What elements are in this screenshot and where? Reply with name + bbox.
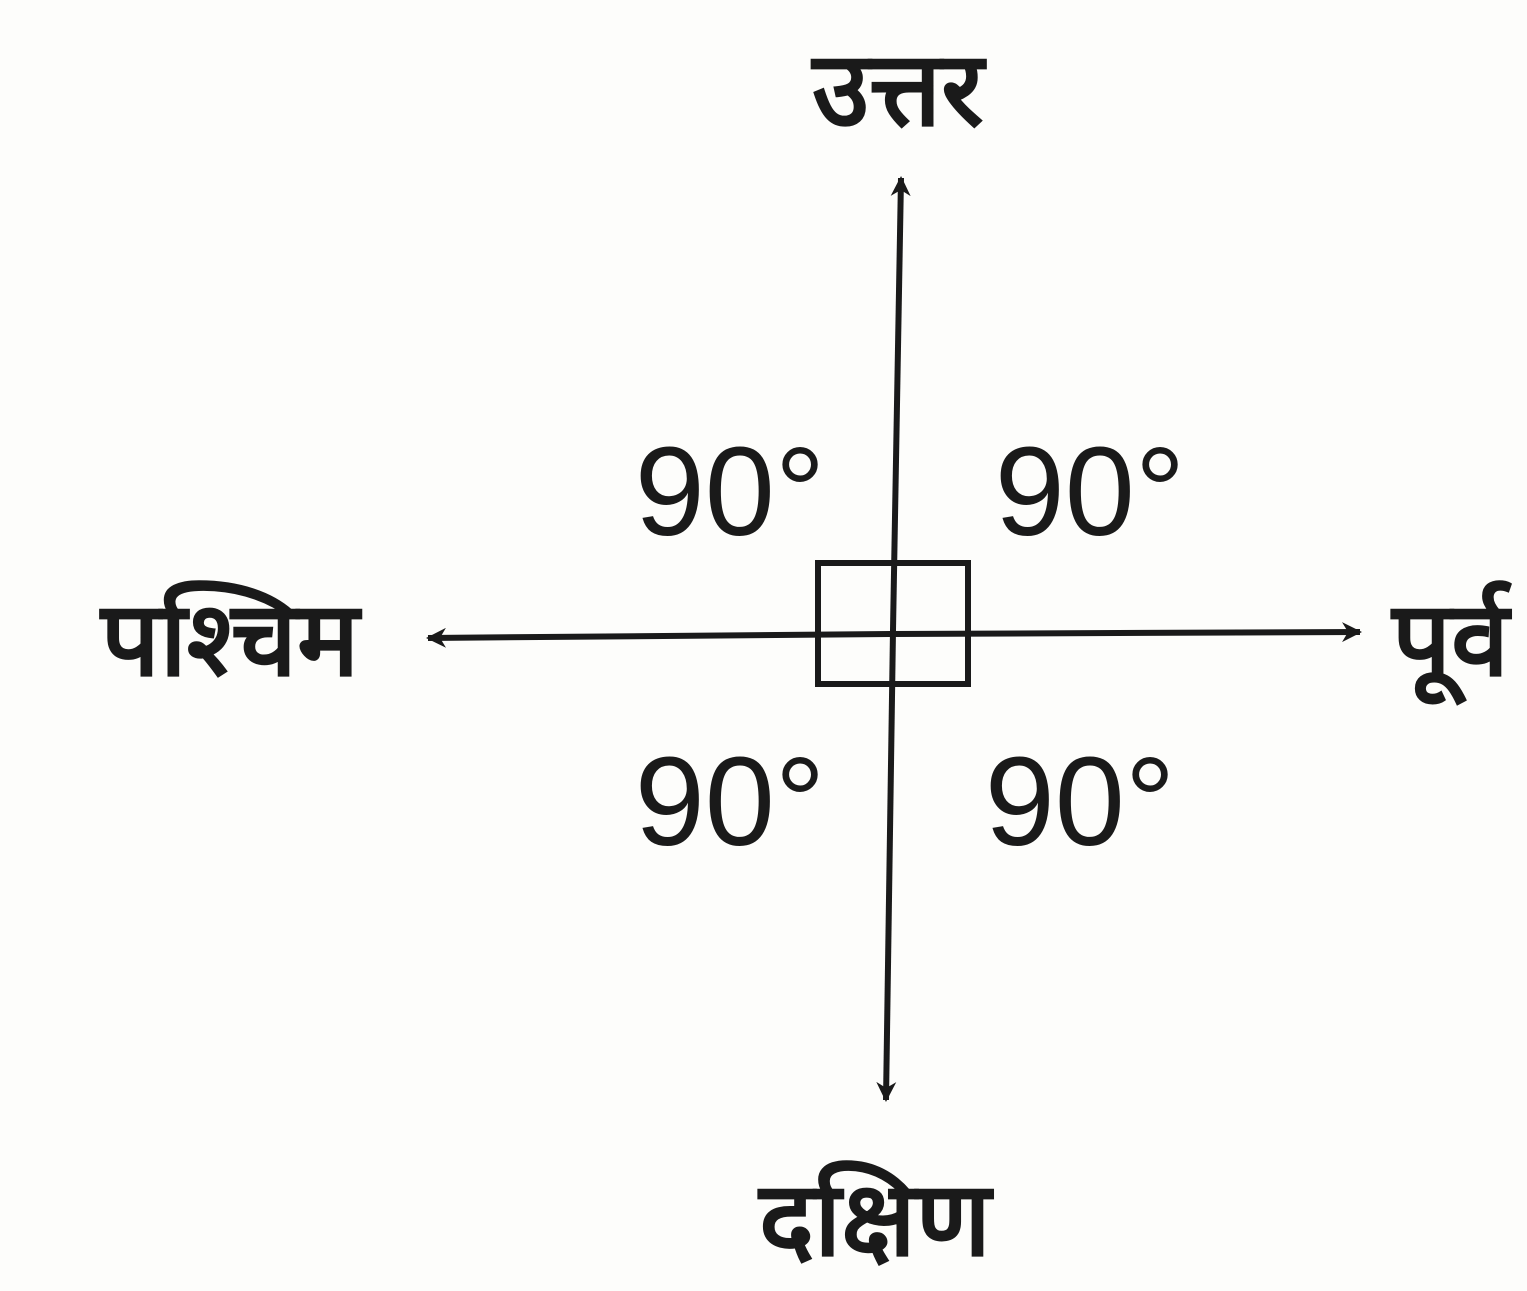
angle-top-right: 90° (995, 421, 1186, 562)
angle-bottom-left: 90° (635, 731, 826, 872)
west-arrow (426, 627, 894, 648)
angle-bottom-right: 90° (985, 731, 1176, 872)
north-arrow (890, 176, 911, 631)
label-east: पूर्व (1390, 578, 1513, 706)
label-north: उत्तर (810, 28, 987, 150)
angle-top-left: 90° (635, 421, 826, 562)
label-west: पश्चिम (99, 578, 363, 700)
center-square (815, 560, 971, 687)
label-south: दक्षिण (757, 1158, 995, 1280)
south-arrow (876, 629, 897, 1102)
east-arrow (892, 622, 1362, 643)
